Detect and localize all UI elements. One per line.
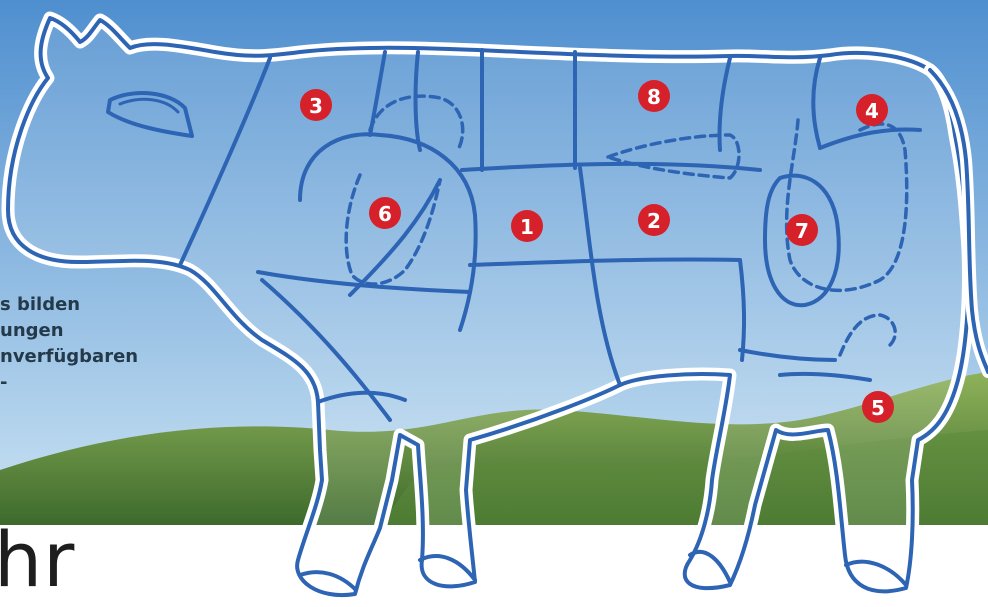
cut-badge-7: 7 [786,214,818,246]
cut-line-hind-shank [778,371,872,382]
cut-line-hip-curve [818,127,922,150]
cut-line-rib-4 [717,56,732,152]
side-caption-line: s bilden [0,294,81,315]
cut-line-chuck-circle [298,132,478,332]
heading-fragment: hr [0,515,76,604]
cut-badge-label: 7 [795,219,809,243]
cut-line-hip [811,56,822,150]
cut-line-back-horizontal [460,161,762,172]
cut-badge-6: 6 [369,197,401,229]
cut-badge-label: 8 [647,85,661,109]
dashed-cut-tenderloin [606,133,741,180]
hoof-rear-left [688,549,732,584]
hoof-front-right [418,554,477,582]
dashed-cut-round [784,118,909,293]
dashed-cuts [344,94,909,357]
cut-badges: 1 2 3 4 5 6 7 [300,80,894,423]
cut-line-flank [578,166,622,387]
cut-line-brisket [260,278,392,422]
dashed-cut-shank [838,313,897,357]
cut-badge-3: 3 [300,89,332,121]
side-caption-line: nverfügbaren [0,346,139,367]
dashed-cut-arm [344,173,442,286]
cow-body-outline-inner [6,16,971,598]
cut-badge-8: 8 [638,80,670,112]
cow-tail-line [928,68,988,374]
side-caption-line: ungen [0,320,64,341]
cut-line-belly [256,270,472,294]
cut-badge-label: 5 [871,396,885,420]
cut-badge-4: 4 [856,94,888,126]
sky-background [0,0,988,520]
cut-line-round-bottom [738,348,837,362]
cut-line-neck [178,56,272,267]
cut-badge-label: 3 [309,94,323,118]
side-caption: s bilden ungen nverfügbaren - [0,292,200,396]
cut-badge-label: 2 [647,209,661,233]
cut-line-round-circle [763,173,841,308]
cut-line-loin-bottom [468,257,742,267]
cut-badge-label: 6 [378,202,392,226]
cut-badge-1: 1 [511,210,543,242]
cow-illustration: 1 2 3 4 5 6 7 [1,11,988,602]
cut-lines [178,48,922,422]
cut-line-front-diag [348,178,442,297]
hoof-front-left [298,570,358,592]
cut-line-leg [738,258,747,362]
side-caption-line: - [0,372,8,393]
cut-badge-label: 4 [865,99,879,123]
cut-badge-2: 2 [638,204,670,236]
cut-line-shank [316,390,407,404]
cow-eye [106,91,194,138]
cow-eye-lid [118,97,180,114]
cut-badge-label: 1 [520,215,534,239]
hoof-rear-right [844,559,908,587]
dashed-cut-shoulder [368,94,465,152]
cut-badge-5: 5 [862,391,894,423]
